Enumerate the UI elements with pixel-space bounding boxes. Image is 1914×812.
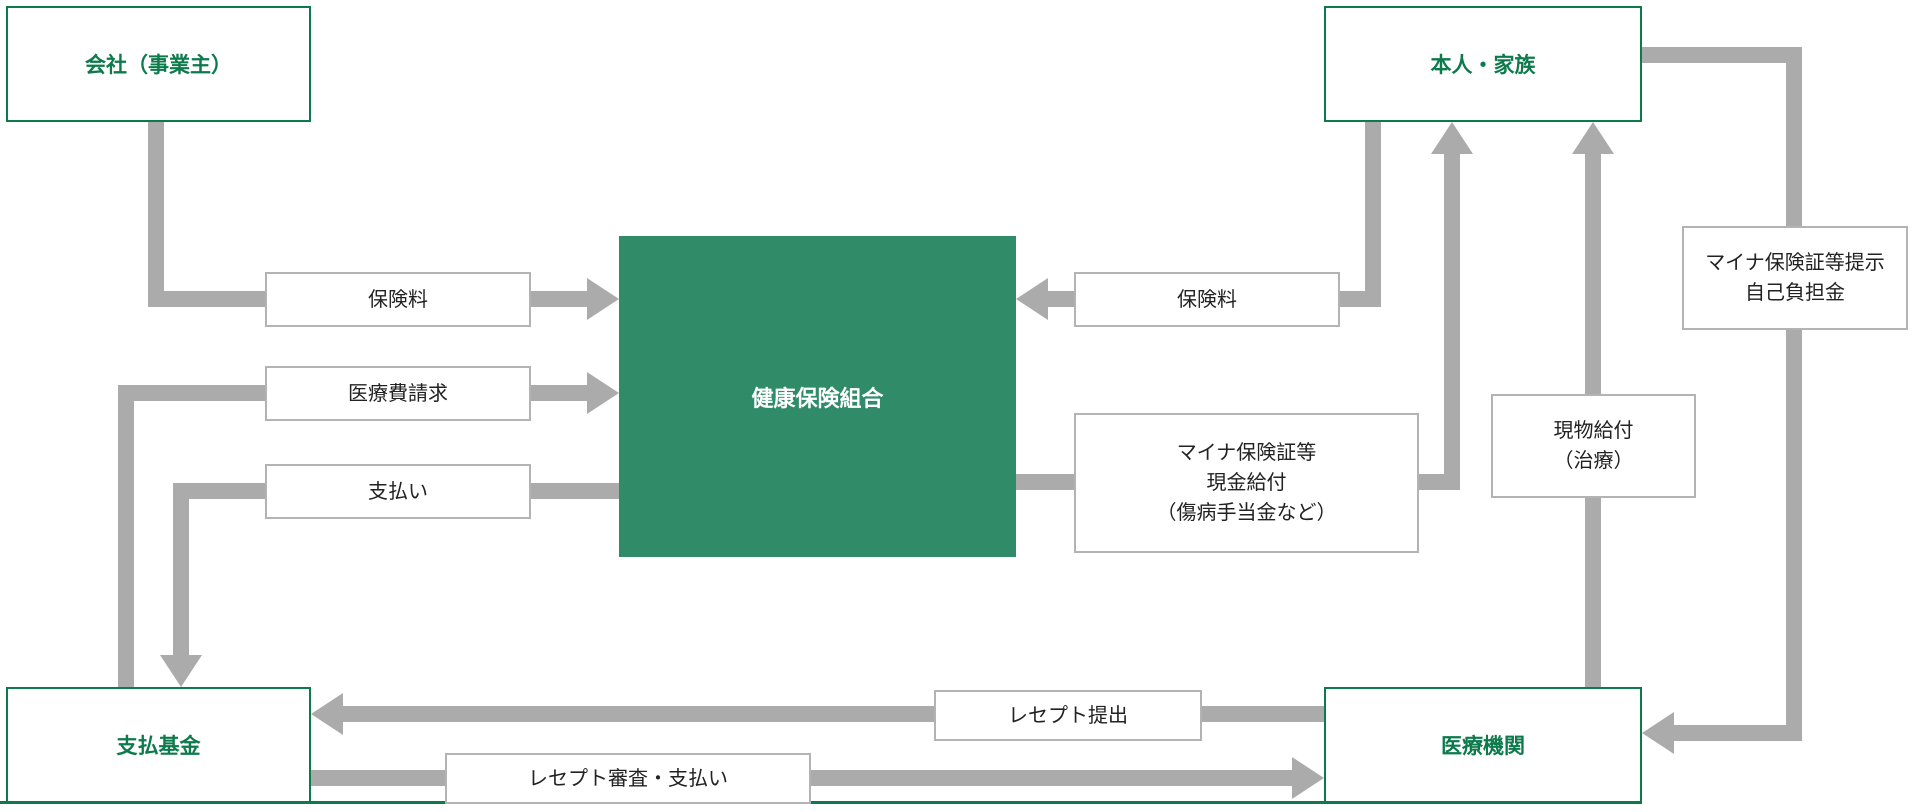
- node-payment-fund-label: 支払基金: [116, 735, 201, 758]
- flow-label-receipt-submit-text: レセプト提出: [1008, 704, 1128, 727]
- flow-label-payment-text: 支払い: [368, 480, 428, 503]
- node-member: 本人・家族: [1324, 6, 1642, 122]
- arrowhead-cash-benefit-up: [1431, 122, 1473, 154]
- flow-label-premium-left-text: 保険料: [368, 288, 428, 311]
- arrowhead-benefit-in-kind-up: [1572, 122, 1614, 154]
- node-medical-institution-label: 医療機関: [1441, 735, 1525, 758]
- bottom-rule: [0, 801, 1642, 804]
- arrow-card-copay-top-horizontal: [1642, 47, 1802, 63]
- flow-label-medical-claim: 医療費請求: [265, 366, 531, 421]
- node-payment-fund: 支払基金: [6, 687, 311, 803]
- flow-label-medical-claim-text: 医療費請求: [348, 382, 448, 405]
- flow-label-benefit-in-kind-text: 現物給付 （治療）: [1553, 420, 1634, 472]
- arrowhead-receipt-submit-left: [311, 693, 343, 735]
- arrow-payment-vertical: [173, 483, 189, 655]
- arrowhead-card-copay-left: [1642, 712, 1674, 754]
- flow-label-receipt-submit: レセプト提出: [934, 690, 1202, 741]
- flow-label-premium-right: 保険料: [1074, 272, 1340, 327]
- arrow-cash-benefit-vertical: [1444, 154, 1460, 490]
- arrow-card-copay-bottom-horizontal: [1674, 725, 1802, 741]
- flow-label-receipt-review: レセプト審査・支払い: [445, 753, 811, 804]
- flow-label-cash-benefit: マイナ保険証等 現金給付 （傷病手当金など）: [1074, 413, 1419, 553]
- flow-label-card-copay-text: マイナ保険証等提示 自己負担金: [1705, 252, 1885, 304]
- node-health-insurance-association-label: 健康保険組合: [751, 385, 884, 411]
- arrow-premium-company-vertical: [148, 122, 164, 307]
- node-member-label: 本人・家族: [1430, 54, 1536, 77]
- flow-label-cash-benefit-text: マイナ保険証等 現金給付 （傷病手当金など）: [1156, 442, 1337, 524]
- node-health-insurance-association: 健康保険組合: [619, 236, 1016, 557]
- arrow-premium-member-vertical: [1365, 122, 1381, 307]
- node-company: 会社（事業主）: [6, 6, 311, 122]
- arrow-card-copay-vertical: [1786, 47, 1802, 741]
- arrowhead-premium-member-left: [1016, 278, 1048, 320]
- arrowhead-payment-down: [160, 655, 202, 687]
- flow-label-card-copay: マイナ保険証等提示 自己負担金: [1682, 226, 1908, 330]
- flow-label-premium-left: 保険料: [265, 272, 531, 327]
- node-medical-institution: 医療機関: [1324, 687, 1642, 803]
- arrowhead-medical-claim-right: [587, 372, 619, 414]
- flow-label-receipt-review-text: レセプト審査・支払い: [528, 767, 728, 790]
- flow-label-benefit-in-kind: 現物給付 （治療）: [1491, 394, 1696, 498]
- arrow-medical-claim-vertical: [118, 385, 134, 687]
- flow-label-premium-right-text: 保険料: [1177, 288, 1237, 311]
- arrowhead-receipt-review-right: [1292, 757, 1324, 799]
- node-company-label: 会社（事業主）: [85, 54, 232, 77]
- flow-label-payment: 支払い: [265, 464, 531, 519]
- arrowhead-premium-company-right: [587, 278, 619, 320]
